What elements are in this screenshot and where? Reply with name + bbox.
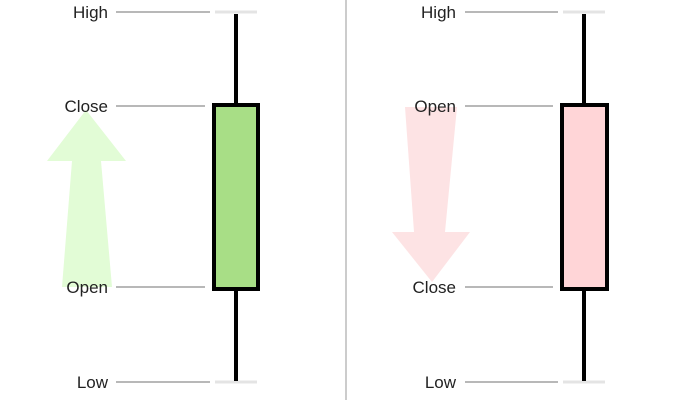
label-close: Close <box>65 97 108 116</box>
bearish-candle-panel: High Open Close Low <box>392 3 609 392</box>
green-candle-body <box>212 103 260 291</box>
label-low: Low <box>425 373 457 392</box>
label-open: Open <box>414 97 456 116</box>
label-high: High <box>421 3 456 22</box>
bullish-candle-panel: High Close Open Low <box>47 3 260 392</box>
up-arrow <box>47 110 126 287</box>
label-close: Close <box>413 278 456 297</box>
label-open: Open <box>66 278 108 297</box>
label-low: Low <box>77 373 109 392</box>
label-high: High <box>73 3 108 22</box>
red-candle-body <box>560 103 609 291</box>
down-arrow <box>392 107 470 282</box>
